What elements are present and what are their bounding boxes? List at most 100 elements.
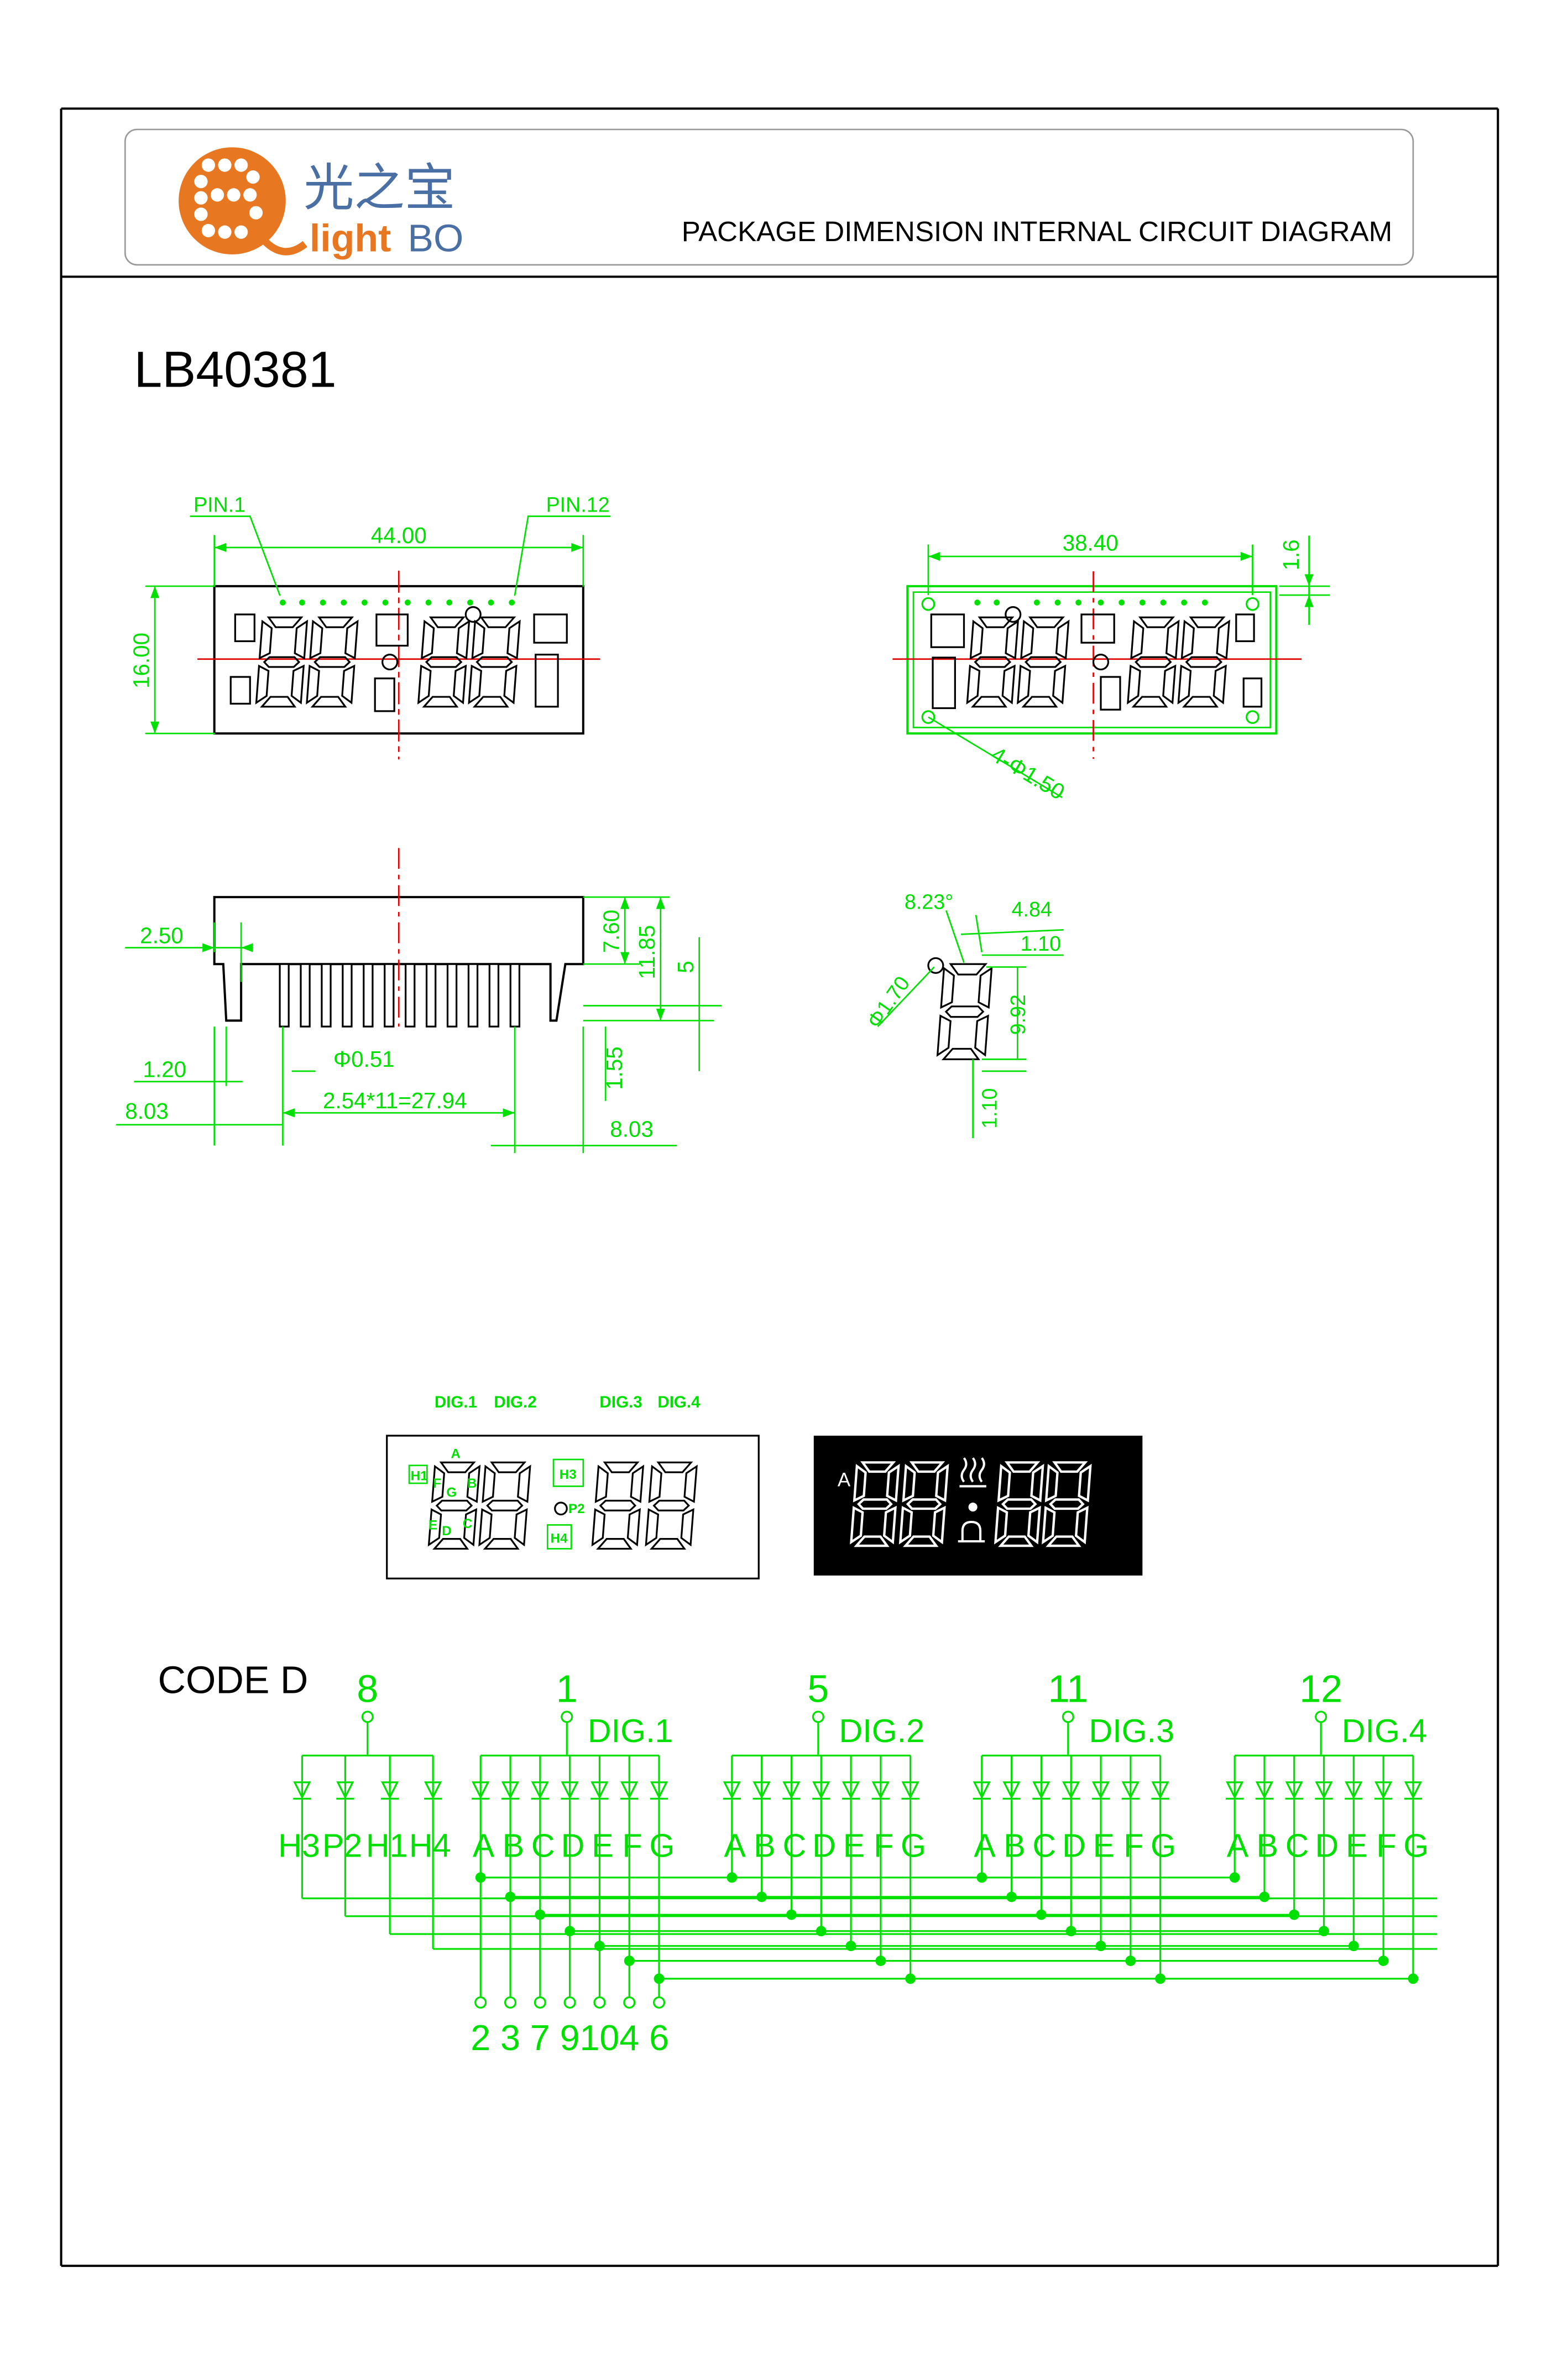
lit-digit-3-seg-c <box>1027 1505 1041 1545</box>
digit4-diode-c <box>1285 1755 1303 1915</box>
back-digit-4-seg-g <box>1185 656 1223 668</box>
pin-dots <box>280 599 515 606</box>
digit1-diode-c <box>531 1755 549 1915</box>
front-digit-1-seg-e <box>255 664 270 705</box>
segment-label: A <box>974 1827 996 1864</box>
digit2-diode-g <box>901 1755 919 1979</box>
common-pin-5: 5 <box>807 1667 829 1711</box>
front-digit-2-seg-b <box>344 619 359 660</box>
lit-digit-1-seg-c <box>882 1505 897 1545</box>
back-digit-4-seg-c <box>1212 664 1227 705</box>
digit1-diode-f <box>620 1755 639 1961</box>
back-digit-1-seg-f <box>969 619 984 660</box>
map-digit-2-seg-a <box>490 1461 527 1473</box>
front-digit-4-seg-b <box>506 619 521 660</box>
front-digit-2-seg-a <box>317 616 354 628</box>
side-pin <box>279 963 290 1028</box>
map-digit-3-seg-e <box>591 1508 606 1547</box>
front-height-dimension: 16.00 <box>128 633 154 689</box>
indicator-label: H1 <box>366 1827 408 1864</box>
front-digit-3-seg-c <box>452 664 467 705</box>
lit-digit-2-seg-g <box>906 1498 942 1510</box>
front-digit-1-seg-b <box>294 619 309 660</box>
lit-digit-3-seg-b <box>1030 1463 1044 1503</box>
front-digit-4-seg-g <box>475 656 513 668</box>
segment-label: A <box>724 1827 746 1864</box>
header: 光之宝 light BO PACKAGE DIMENSION INTERNAL … <box>124 128 1414 266</box>
detail-digit-seg-g <box>944 1005 985 1018</box>
back-digit-1-seg-b <box>1005 619 1020 660</box>
back-digit-3-seg-g <box>1135 656 1172 668</box>
map-digit-4-seg-e <box>645 1508 660 1547</box>
side-pin <box>488 963 500 1028</box>
segment-label: D <box>561 1827 585 1864</box>
side-pin <box>321 963 332 1028</box>
brand-name-chinese: 光之宝 <box>304 158 455 217</box>
digit2-diode-a <box>723 1755 741 1878</box>
digit4-diode-f <box>1374 1755 1393 1961</box>
side-pin <box>425 963 437 1028</box>
dim-1-20: 1.20 <box>143 1057 187 1082</box>
segment-label: E <box>843 1827 865 1864</box>
digit1-diode-a <box>472 1755 490 1878</box>
digit2-diode-f <box>871 1755 890 1961</box>
indicator-diode-p2 <box>336 1755 354 1827</box>
dot-diameter: Φ1.70 <box>863 972 914 1032</box>
front-digit-4-seg-a <box>479 616 516 628</box>
front-digit-4-seg-e <box>468 664 482 705</box>
map-label-h4: H4 <box>551 1531 568 1546</box>
side-pin <box>467 963 479 1028</box>
map-digit-1-seg-c <box>463 1508 478 1547</box>
back-digit-1-seg-c <box>1001 664 1016 705</box>
indicator-diode-h1 <box>380 1755 399 1827</box>
map-digit-4-seg-d <box>649 1538 687 1550</box>
lit-digit-3-seg-g <box>1001 1498 1037 1510</box>
back-digit-3-seg-b <box>1165 619 1180 660</box>
map-digit-2-seg-g <box>486 1499 524 1511</box>
map-digit-4-seg-b <box>683 1464 698 1503</box>
front-digit-3-seg-a <box>428 616 466 628</box>
dig-label-3: DIG.3 <box>1089 1712 1174 1749</box>
back-digit-4-seg-e <box>1177 664 1192 705</box>
back-digit-1-seg-g <box>974 656 1012 668</box>
digit4-diode-b <box>1255 1755 1274 1897</box>
dig-label-2: DIG.2 <box>839 1712 925 1749</box>
segment-pin-2: 2 <box>471 2018 490 2058</box>
part-number: LB40381 <box>134 341 336 398</box>
segment-label: D <box>1315 1827 1339 1864</box>
front-width-dimension: 44.00 <box>371 523 427 548</box>
segment-label: G <box>1151 1827 1176 1864</box>
front-digit-1-seg-d <box>260 696 297 708</box>
back-digit-1-seg-e <box>966 664 981 705</box>
front-digit-1-seg-a <box>266 616 304 628</box>
dim-5: 5 <box>673 961 698 973</box>
side-pin <box>384 963 395 1028</box>
map-digit-3-seg-f <box>594 1464 609 1503</box>
map-label-f: F <box>433 1476 441 1491</box>
map-digit-1-seg-f <box>431 1464 446 1503</box>
segment-label: G <box>1403 1827 1429 1864</box>
back-digit-2-seg-a <box>1028 616 1065 628</box>
lit-digit-3-seg-e <box>994 1505 1008 1545</box>
lit-digit-1-seg-f <box>853 1463 867 1503</box>
map-label-g: G <box>446 1485 457 1500</box>
side-pin <box>405 963 416 1028</box>
front-digits <box>255 616 521 708</box>
code-label: CODE D <box>158 1658 308 1701</box>
lit-digit-1-seg-g <box>856 1498 893 1510</box>
digit3-diode-g <box>1151 1755 1169 1979</box>
back-offset-dimension: 1.6 <box>1278 539 1304 570</box>
front-digit-2-seg-c <box>341 664 356 705</box>
map-digit-2-seg-c <box>514 1508 528 1547</box>
segment-pin-4: 4 <box>619 2018 639 2058</box>
detail-digit-seg-e <box>936 1014 952 1057</box>
lit-digit-2-seg-b <box>935 1463 949 1503</box>
front-digit-1-seg-f <box>258 619 273 660</box>
dig4-header: DIG.4 <box>657 1393 701 1411</box>
segment-label: C <box>1285 1827 1309 1864</box>
back-digit-3-seg-a <box>1138 616 1175 628</box>
segment-label: E <box>592 1827 613 1864</box>
lit-digit-4-seg-d <box>1046 1535 1081 1547</box>
